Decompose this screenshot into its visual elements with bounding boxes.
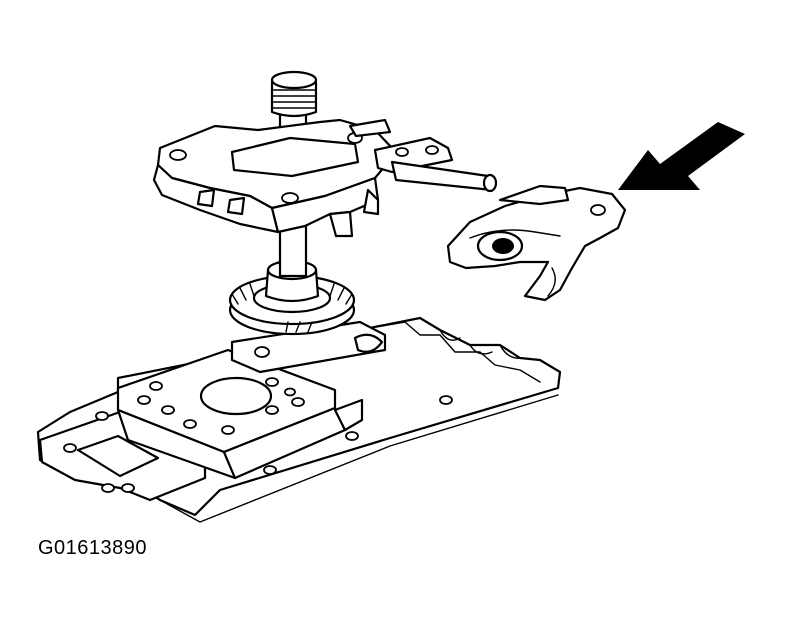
guide-bracket	[230, 320, 387, 374]
shift-housing-block	[116, 348, 364, 480]
figure-code: G01613890	[38, 537, 148, 559]
arrow-icon	[618, 122, 745, 190]
upper-flange-housing	[152, 118, 498, 238]
shift-lever-plate	[446, 184, 627, 302]
